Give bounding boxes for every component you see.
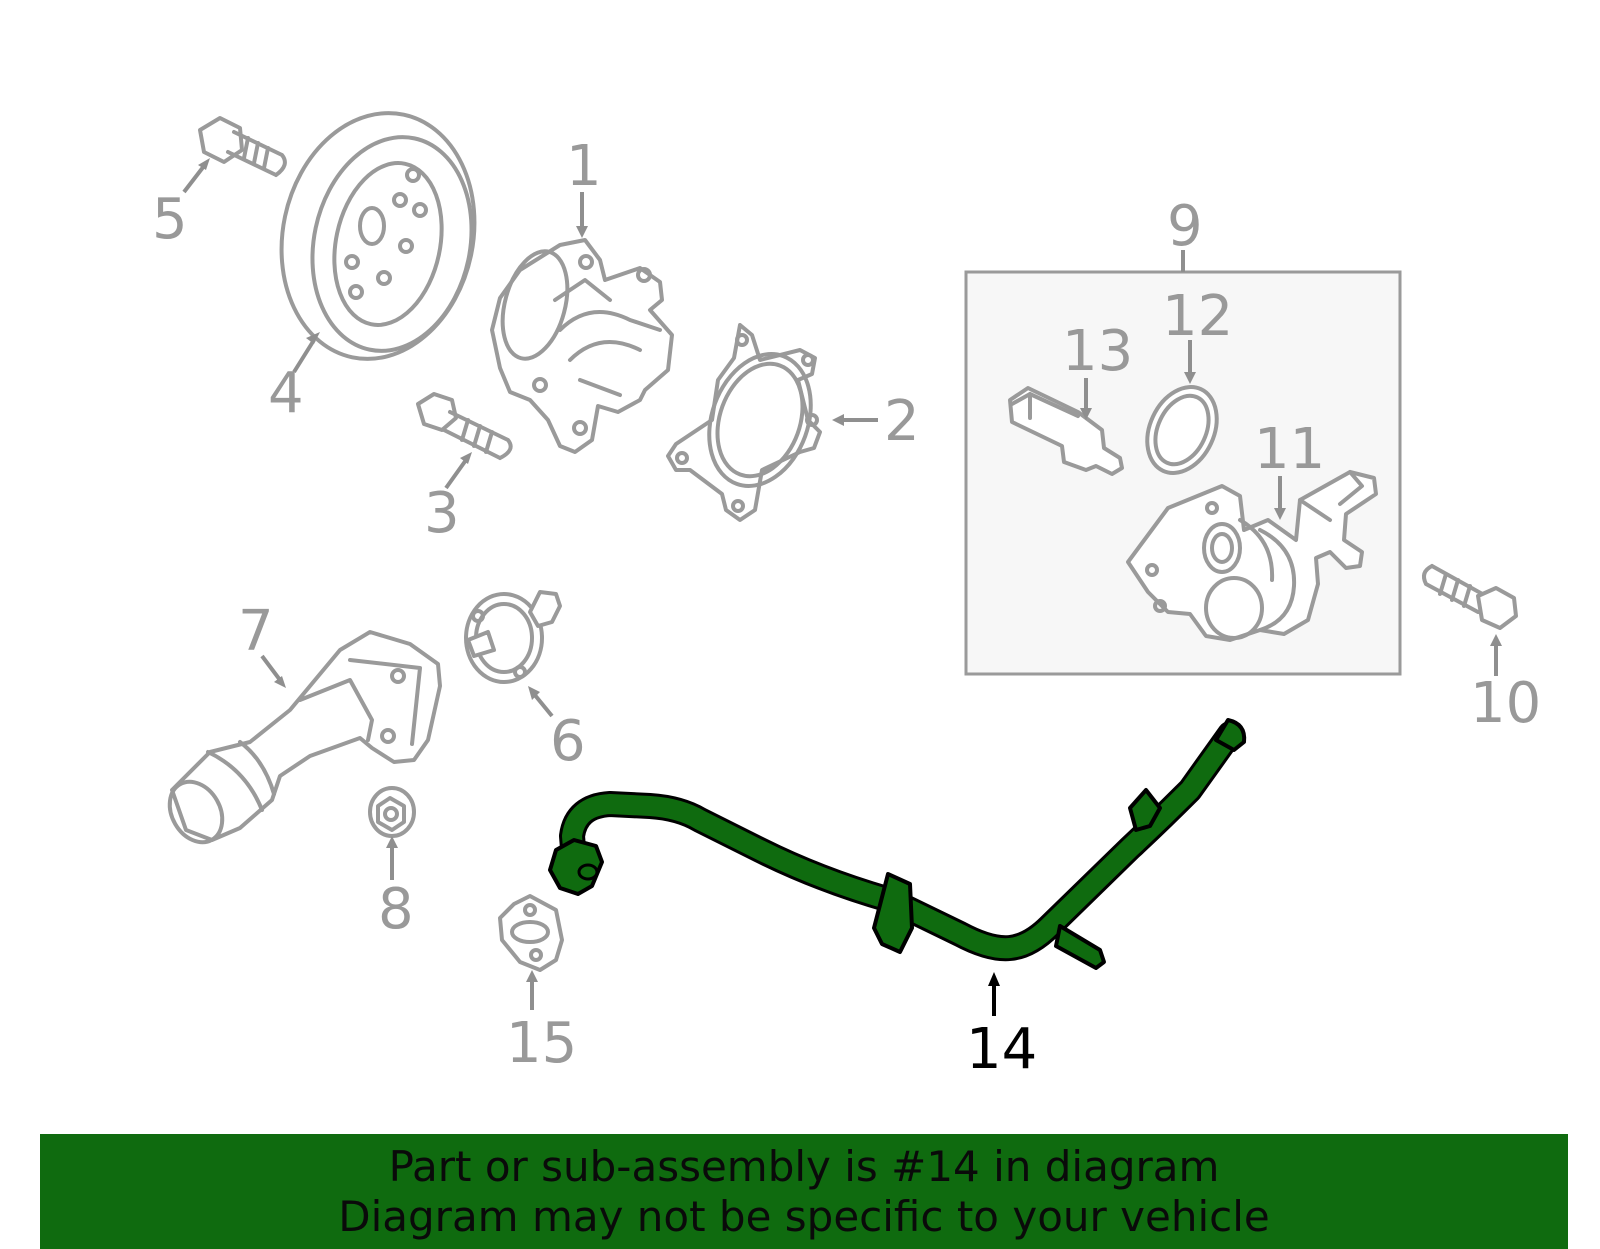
part-14-water-pipe — [548, 718, 1247, 970]
part-15-gasket — [498, 894, 564, 972]
callout-3: 3 — [424, 481, 460, 546]
callout-15: 15 — [506, 1011, 577, 1076]
callout-13: 13 — [1062, 319, 1133, 384]
callout-arrow-13 — [1080, 378, 1092, 420]
part-10-bolt — [1422, 564, 1518, 630]
callout-6: 6 — [550, 709, 586, 774]
part-11-housing — [1126, 470, 1378, 642]
callout-arrow-8 — [386, 836, 398, 880]
part-7-thermostat-housing — [167, 630, 442, 845]
callout-7: 7 — [238, 599, 274, 664]
callout-1: 1 — [566, 134, 602, 199]
callout-arrow-2 — [832, 414, 878, 426]
callout-12: 12 — [1162, 284, 1233, 349]
callout-5: 5 — [152, 187, 188, 252]
callout-arrow-11 — [1274, 476, 1286, 520]
callout-arrow-15 — [526, 970, 538, 1010]
callout-14: 14 — [966, 1017, 1037, 1082]
part-4-pulley — [279, 111, 477, 361]
callout-arrow-10 — [1490, 634, 1502, 676]
banner-line-1: Part or sub-assembly is #14 in diagram — [388, 1141, 1220, 1191]
part-8-nut — [368, 786, 416, 838]
part-6-thermostat — [464, 590, 562, 684]
part-2-gasket — [666, 323, 822, 522]
part-12-o-ring — [1145, 385, 1219, 475]
callout-arrow-3 — [444, 452, 472, 490]
part-1-water-pump — [490, 238, 674, 454]
part-13-sensor — [1008, 386, 1124, 476]
callout-arrow-5 — [182, 158, 210, 194]
part-5-bolt — [198, 116, 287, 177]
callout-11: 11 — [1254, 417, 1325, 482]
callout-arrow-14 — [988, 972, 1000, 1016]
callout-10: 10 — [1470, 671, 1541, 736]
callout-arrow-1 — [576, 192, 588, 238]
callout-8: 8 — [378, 877, 414, 942]
banner-line-2: Diagram may not be specific to your vehi… — [338, 1191, 1270, 1241]
callout-4: 4 — [268, 361, 304, 426]
info-banner: Part or sub-assembly is #14 in diagram D… — [40, 1134, 1568, 1249]
part-3-bolt — [416, 392, 513, 460]
callout-2: 2 — [884, 389, 920, 454]
callout-arrow-12 — [1184, 340, 1196, 384]
callout-9: 9 — [1167, 194, 1203, 259]
callout-arrow-7 — [260, 654, 286, 688]
callout-arrow-6 — [528, 686, 554, 718]
callout-arrow-4 — [292, 332, 320, 374]
